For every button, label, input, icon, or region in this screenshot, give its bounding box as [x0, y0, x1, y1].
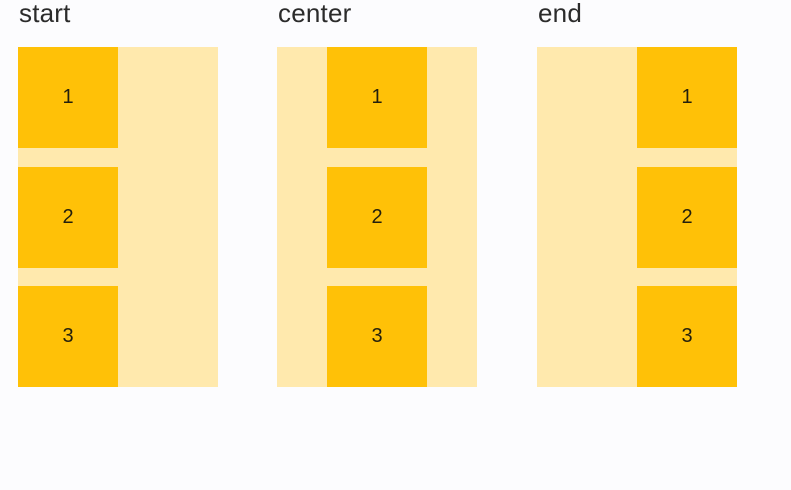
flex-item-label: 1	[681, 86, 693, 108]
flex-item-label: 2	[62, 205, 74, 228]
flex-item-label: 2	[371, 205, 383, 228]
flex-item-label: 2	[681, 205, 693, 228]
demo-panel-start: start 1 2 3	[18, 0, 218, 387]
flex-item-label: 3	[62, 325, 74, 347]
panel-label-center: center	[278, 0, 352, 28]
flex-item-label: 3	[371, 325, 383, 347]
flex-item: 1	[18, 47, 118, 148]
flex-item: 1	[637, 47, 737, 148]
flex-item: 2	[327, 166, 427, 268]
demo-panel-center: center 1 2 3	[277, 0, 477, 387]
panel-label-start: start	[19, 0, 71, 28]
flex-item: 2	[18, 166, 118, 268]
flex-item: 1	[327, 47, 427, 148]
flex-item-label: 1	[371, 86, 383, 108]
flex-container-end: 1 2 3	[537, 47, 737, 387]
flex-container-start: 1 2 3	[18, 47, 218, 387]
panel-label-end: end	[538, 0, 582, 28]
flex-item-label: 3	[681, 325, 693, 347]
flex-item: 3	[637, 286, 737, 387]
flex-container-center: 1 2 3	[277, 47, 477, 387]
demo-panel-end: end 1 2 3	[537, 0, 737, 387]
flex-item: 3	[327, 286, 427, 387]
flex-item-label: 1	[62, 86, 74, 108]
flex-item: 3	[18, 286, 118, 387]
flex-item: 2	[637, 166, 737, 268]
